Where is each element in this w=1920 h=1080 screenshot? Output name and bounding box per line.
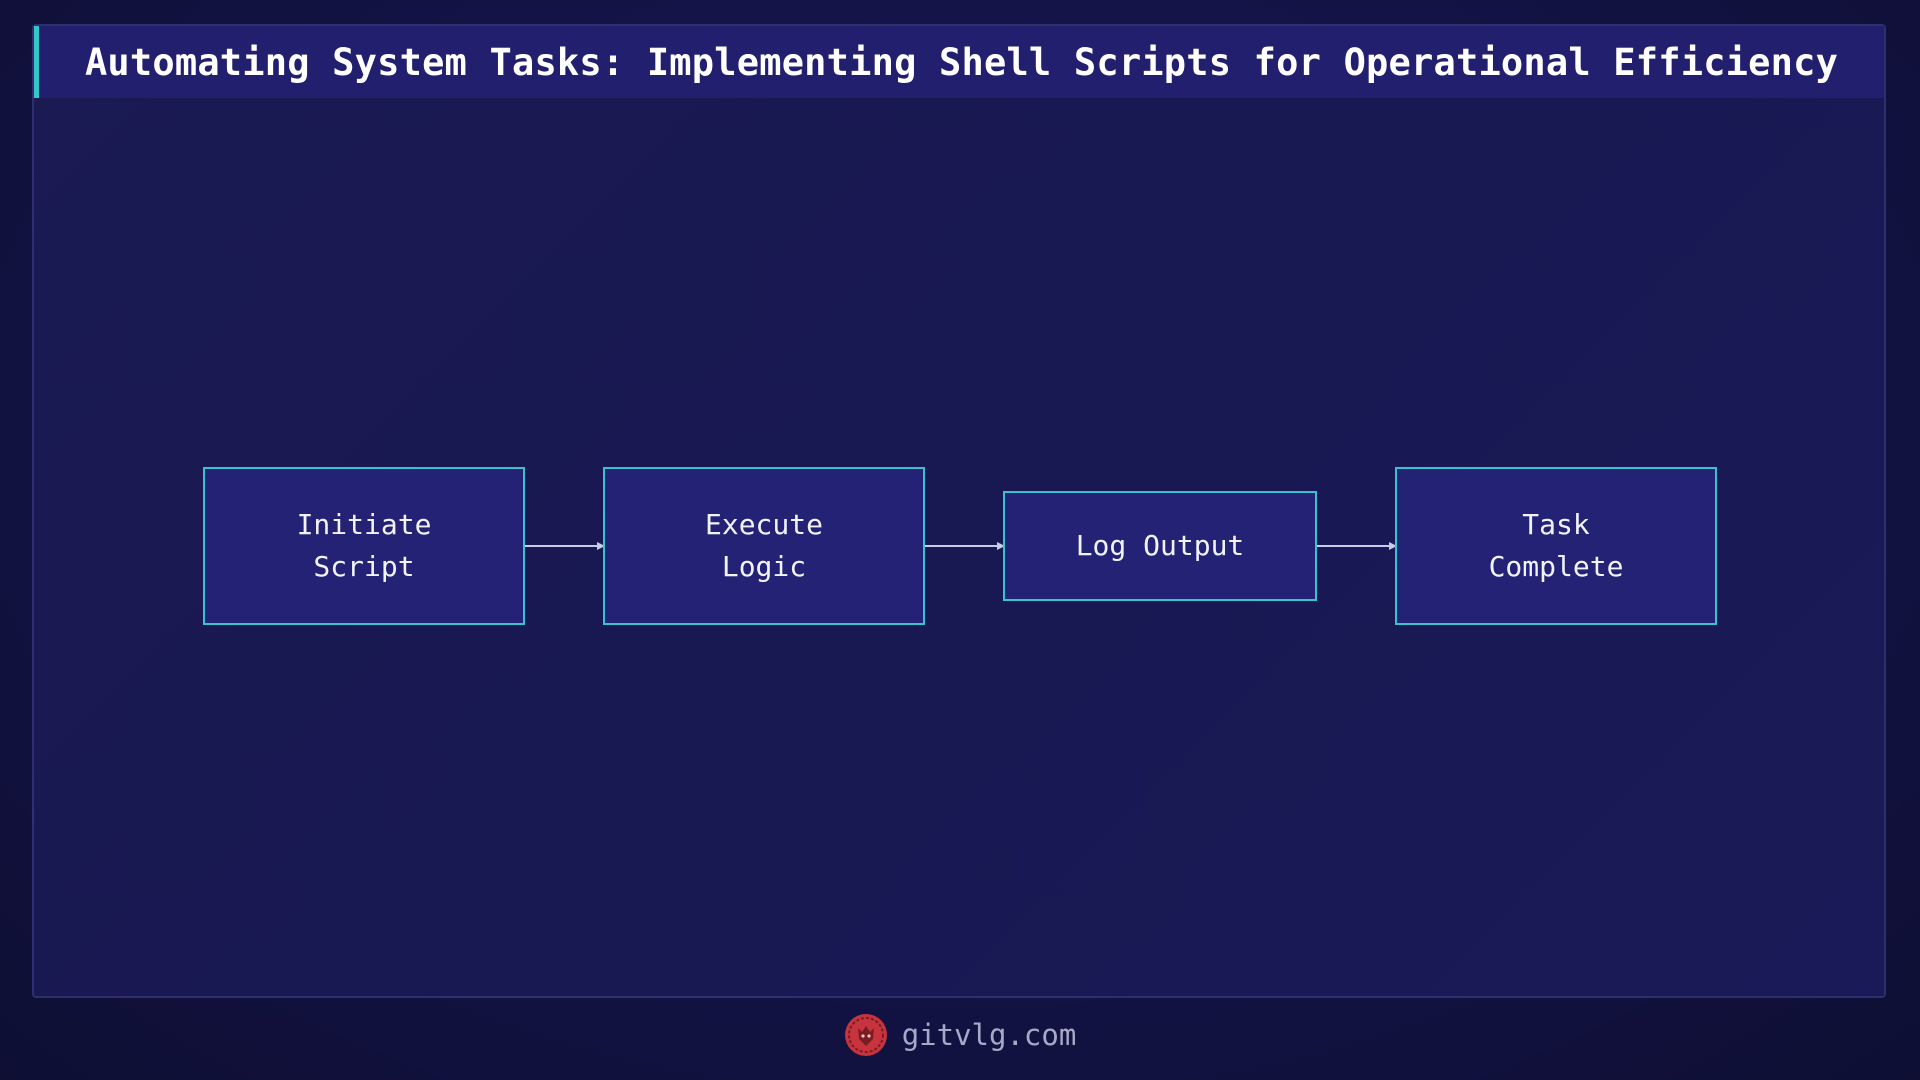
diagram-title: Automating System Tasks: Implementing Sh… [84, 40, 1839, 84]
node-label: Execute Logic [704, 508, 823, 583]
node-task-complete: Task Complete [1395, 467, 1717, 625]
site-url[interactable]: gitvlg.com [901, 1018, 1077, 1052]
title-bar: Automating System Tasks: Implementing Sh… [34, 26, 1884, 98]
node-label: Log Output [1075, 529, 1245, 562]
node-label: Initiate Script [296, 508, 432, 583]
footer: gitvlg.com [0, 1012, 1920, 1058]
node-label: Task Complete [1488, 508, 1624, 583]
node-execute-logic: Execute Logic [603, 467, 925, 625]
node-initiate-script: Initiate Script [203, 467, 525, 625]
lion-head-icon [844, 1014, 887, 1056]
node-log-output: Log Output [1003, 491, 1317, 601]
